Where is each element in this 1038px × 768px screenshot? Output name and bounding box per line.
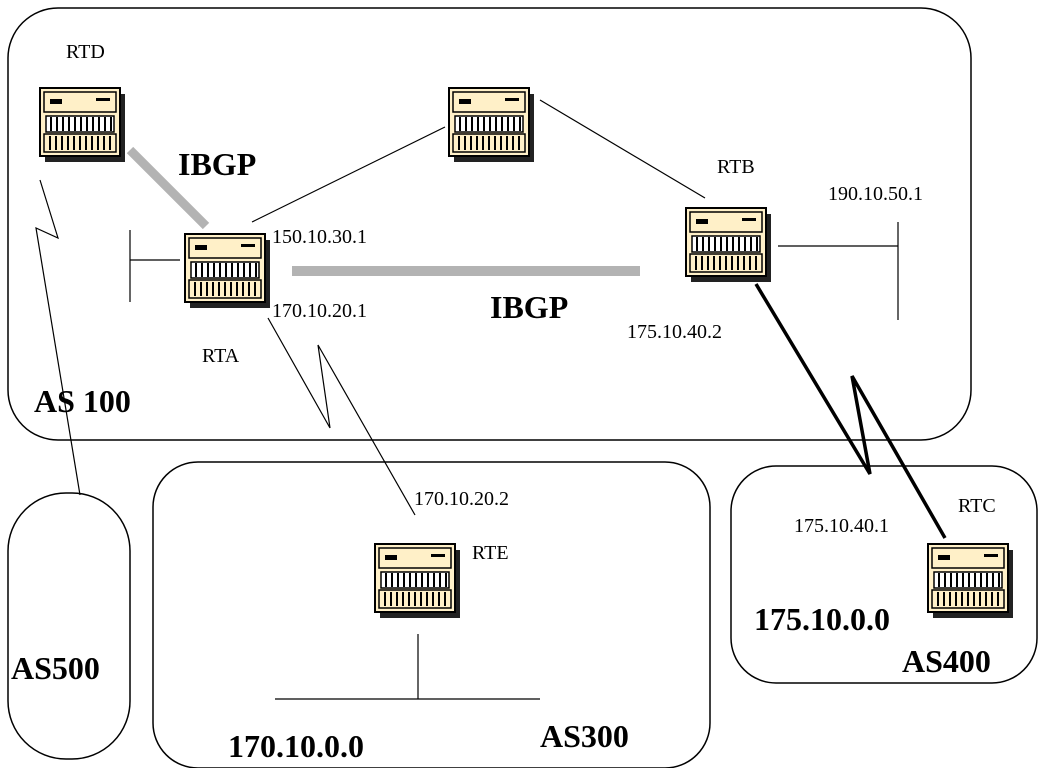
as300-label: AS300 [540,718,629,754]
router-icon-rte [374,543,461,619]
as500-label: AS500 [11,650,100,686]
as300-boundary [152,461,711,768]
address-rtb-bottom: 175.10.40.2 [627,321,722,343]
address-rtb-right: 190.10.50.1 [828,183,923,205]
rtc-label: RTC [958,495,996,517]
ibgp-label-rta-rtb: IBGP [490,289,568,325]
link-rta-unnamed [251,126,446,223]
rtd-label: RTD [66,41,105,63]
address-rte-top: 170.10.20.2 [414,488,509,510]
address-rta-top: 150.10.30.1 [272,226,367,248]
serial-link-rta-rte [267,317,416,516]
link-unnamed-rtb [539,99,706,199]
router-icon-unnamed [448,87,535,163]
as500-boundary [7,492,131,760]
router-icon-rtd [39,87,126,163]
network-label-as300: 170.10.0.0 [228,728,364,764]
address-rta-bottom: 170.10.20.1 [272,300,367,322]
ibgp-link-rtd-rta [126,146,210,230]
address-rtc-left: 175.10.40.1 [794,515,889,537]
serial-link-rtb-rtc [754,283,947,539]
as400-label: AS400 [902,643,991,679]
ibgp-label-rtd-rta: IBGP [178,146,256,182]
as100-label: AS 100 [34,383,131,419]
serial-link-rtd-as500 [35,179,81,496]
network-label-as400: 175.10.0.0 [754,601,890,637]
rte-label: RTE [472,542,509,564]
as400-boundary [730,465,1038,684]
router-icon-rtb [685,207,772,283]
as100-boundary [7,7,972,441]
router-icon-rta [184,233,271,309]
router-icon-rtc [927,543,1014,619]
rtb-label: RTB [717,156,755,178]
rta-label: RTA [202,345,240,367]
